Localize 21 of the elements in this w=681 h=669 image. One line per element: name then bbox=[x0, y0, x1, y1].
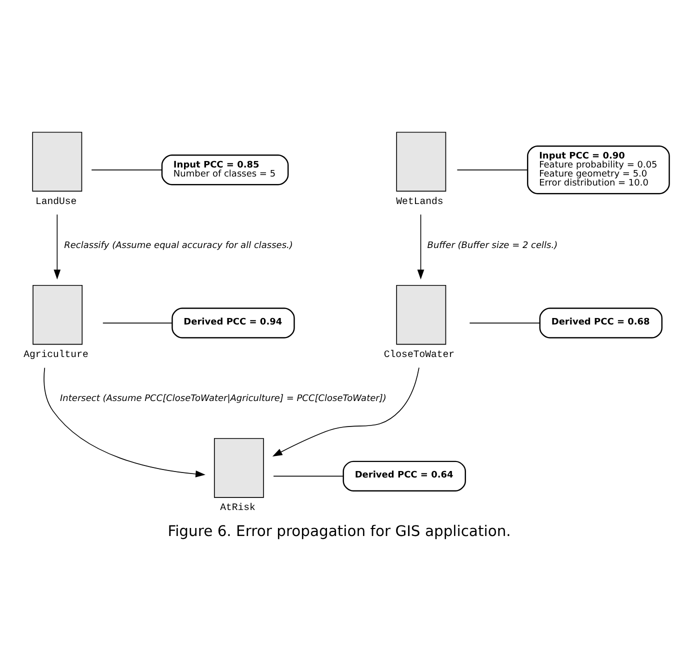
arrow bbox=[54, 214, 61, 280]
node-box: Derived PCC = 0.68 bbox=[539, 308, 663, 338]
node-label: Agriculture bbox=[24, 349, 88, 360]
arrow bbox=[417, 214, 424, 280]
node-label: AtRisk bbox=[220, 502, 256, 514]
edge-label: Buffer (Buffer size = 2 cells.) bbox=[427, 240, 558, 251]
arrow bbox=[44, 367, 206, 478]
edge-label: Reclassify (Assume equal accuracy for all classes.) bbox=[64, 240, 293, 251]
caption: Figure 6. Error propagation for GIS application. bbox=[168, 522, 511, 540]
node-label: CloseToWater bbox=[384, 349, 455, 360]
node-label: LandUse bbox=[35, 196, 77, 207]
arrow bbox=[272, 367, 420, 457]
node-box: Derived PCC = 0.94 bbox=[172, 308, 295, 338]
edge-label: Intersect (Assume PCC[CloseToWater|Agriculture] = PCC[CloseToWater]) bbox=[60, 394, 386, 404]
connector bbox=[469, 322, 540, 324]
connector bbox=[273, 476, 344, 477]
node-label: WetLands bbox=[396, 196, 444, 207]
node-box: Input PCC = 0.85 Number of classes = 5 bbox=[161, 154, 289, 186]
node-box: Derived PCC = 0.64 bbox=[342, 460, 466, 492]
connector bbox=[102, 322, 173, 324]
node-box: Input PCC = 0.90 Feature probability = 0.05 Feature geometry = 5.0 Error distribution = 10.0 bbox=[527, 146, 670, 194]
